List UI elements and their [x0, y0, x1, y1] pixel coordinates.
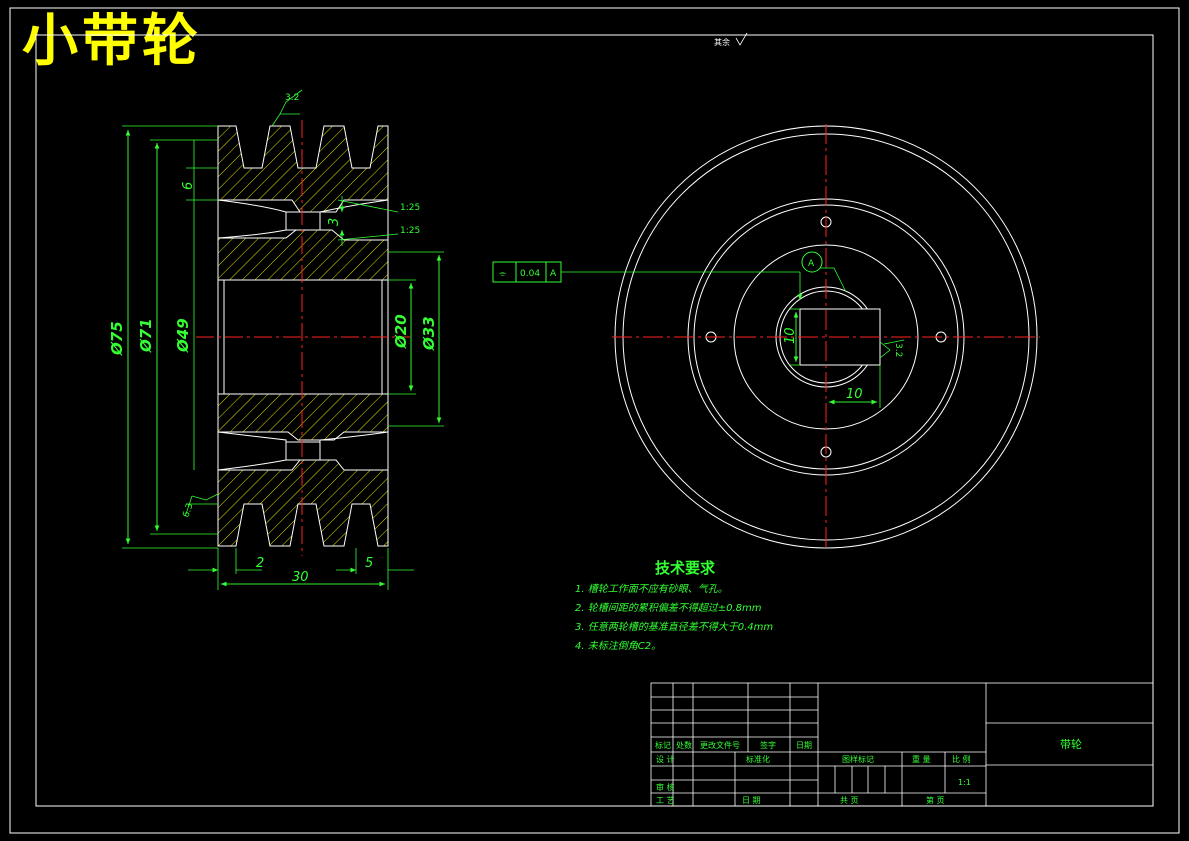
dim-key-width: 10	[846, 387, 863, 402]
dim-left-2: 2	[256, 556, 264, 571]
dim-d75: Ø75	[108, 321, 126, 356]
tech-line: 3. 任意两轮槽的基准直径差不得大于0.4mm	[575, 622, 774, 633]
dim-groove-depth: 6	[181, 182, 196, 190]
drawing-title: 小带轮	[22, 9, 202, 74]
dim-d49: Ø49	[174, 318, 192, 353]
dim-slope-2: 1:25	[400, 226, 420, 236]
datum-circle	[801, 251, 823, 273]
tb-header-1: 处数	[676, 740, 692, 750]
dim-d20: Ø20	[392, 314, 410, 349]
roughness-left: 6.3	[181, 502, 195, 519]
tb-stage-mark: 图样标记	[842, 754, 874, 764]
dim-d71: Ø71	[137, 318, 155, 353]
tb-standard: 标准化	[746, 754, 770, 764]
tb-weight: 重 量	[912, 754, 931, 764]
tolerance-value: 0.04	[520, 269, 540, 279]
roughness-note-symbol	[735, 32, 748, 46]
outer-frame	[9, 7, 1180, 834]
tb-design: 设 计	[656, 754, 675, 764]
dim-key-depth: 10	[783, 327, 798, 344]
tb-header-2: 更改文件号	[700, 740, 740, 750]
dim-right-5: 5	[365, 556, 373, 571]
tolerance-datum: A	[550, 269, 557, 279]
datum-label: A	[808, 259, 815, 269]
tech-title: 技术要求	[655, 559, 716, 577]
technical-requirements: 技术要求 1. 槽轮工作面不应有砂眼、气孔。 2. 轮槽间距的累积偏差不得超过±…	[575, 556, 773, 656]
tb-sheet: 第 页	[926, 795, 945, 805]
dim-slope-1: 1:25	[400, 203, 420, 213]
title-block	[650, 682, 1154, 807]
tb-header-0: 标记	[655, 740, 671, 750]
roughness-top: 3.2	[285, 93, 299, 103]
inner-frame	[35, 34, 1154, 807]
tb-part-name: 带轮	[1060, 737, 1082, 751]
dim-d33: Ø33	[420, 316, 438, 351]
section-view: Ø75 Ø71 Ø49 6 Ø20 Ø33 2 30 5 3 1:25 1:25…	[108, 89, 444, 590]
lower-hub-hatch	[217, 393, 389, 441]
tb-scale: 比 例	[952, 754, 971, 764]
tolerance-symbol: ⌯	[499, 269, 507, 279]
upper-rim-hatch	[217, 125, 389, 213]
tech-line: 2. 轮槽间距的累积偏差不得超过±0.8mm	[575, 603, 762, 614]
tb-scale-value: 1:1	[958, 778, 971, 787]
dim-width-30: 30	[292, 570, 309, 585]
title-block-text: 标记 处数 更改文件号 签字 日期 设 计 标准化 审 核 工 艺 日 期 图样…	[655, 737, 1082, 805]
tb-review: 审 核	[656, 782, 675, 792]
tb-process: 工 艺	[656, 796, 675, 805]
tb-date: 日 期	[742, 796, 761, 805]
front-view: 10 10 3.2 A ⌯ 0.04 A	[492, 124, 1040, 550]
dim-web-thickness: 3	[327, 218, 342, 226]
lower-rim-hatch	[217, 459, 389, 547]
tb-sheets: 共 页	[840, 796, 859, 805]
tech-line: 4. 未标注倒角C2。	[575, 641, 662, 652]
tb-header-4: 日期	[796, 741, 812, 750]
tech-line: 1. 槽轮工作面不应有砂眼、气孔。	[575, 584, 728, 595]
tb-header-3: 签字	[760, 740, 776, 750]
roughness-note: 其余	[714, 37, 730, 47]
roughness-key: 3.2	[893, 343, 903, 357]
